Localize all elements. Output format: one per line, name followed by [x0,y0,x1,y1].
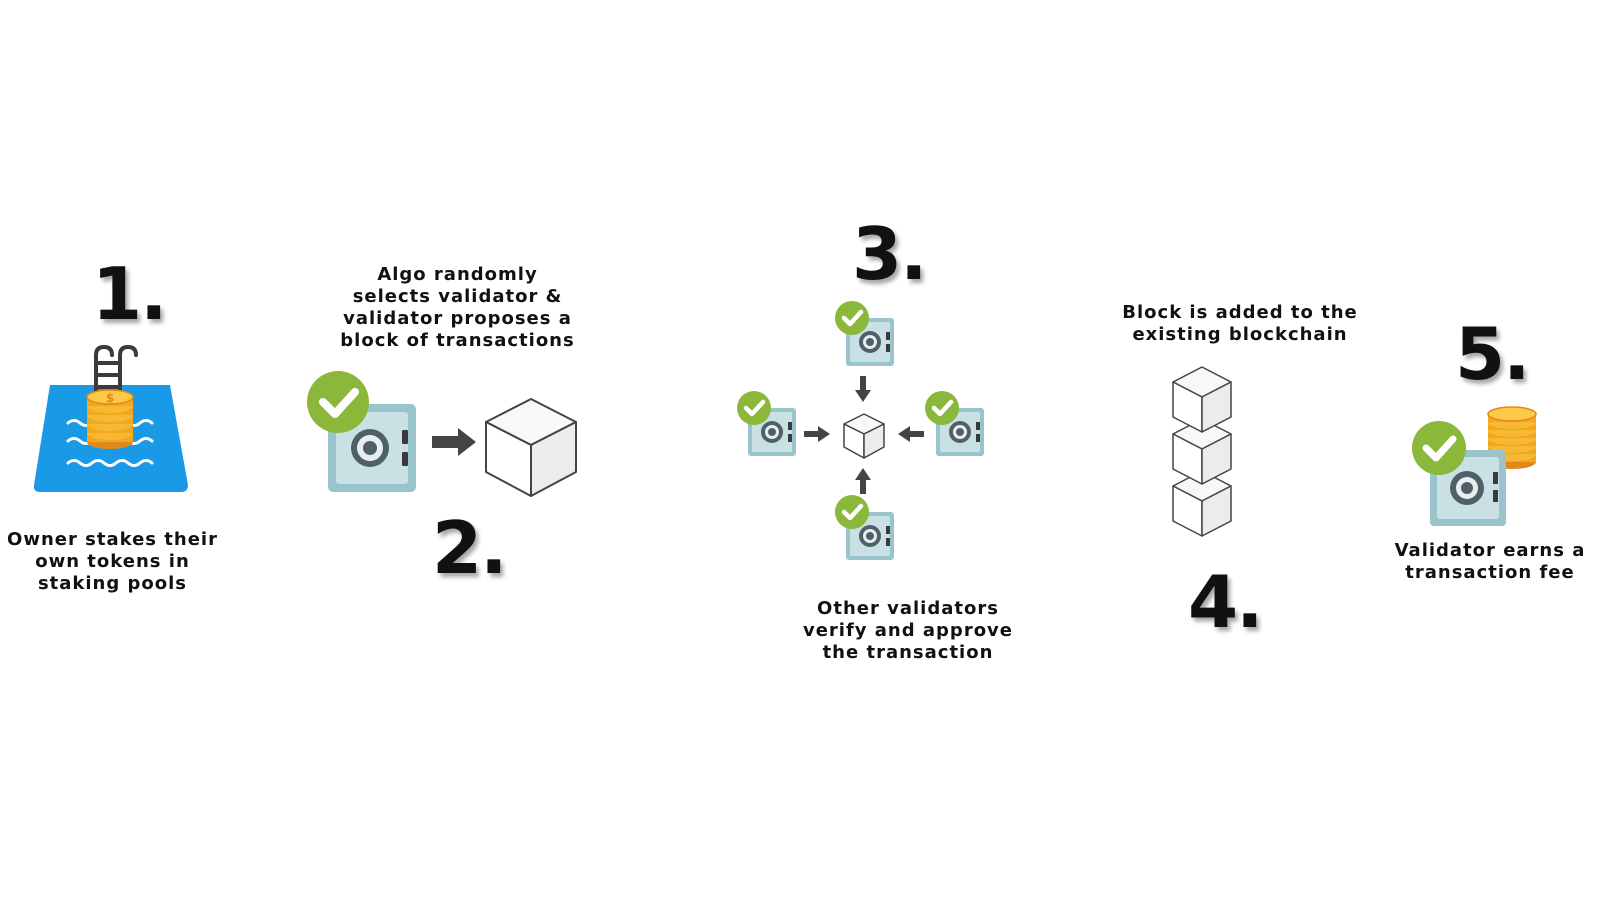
step-5-number: 5. [1455,312,1530,396]
step-1-caption: Owner stakes their own tokens in staking… [7,529,218,594]
blockchain-icon [1172,366,1232,537]
block-cube-icon [485,398,577,497]
validator-safe-right [925,391,984,456]
step-5-caption: Validator earns a transaction fee [1394,540,1586,583]
check-icon [1412,421,1466,475]
check-icon [307,371,369,433]
step-1-number: 1. [92,252,167,336]
step-2-number: 2. [432,506,507,590]
coin-symbol: $ [106,391,114,405]
validator-proposes-block-icon [307,371,577,497]
step-3-caption: Other validators verify and approve the … [802,598,1014,663]
step-4-number: 4. [1188,560,1263,644]
validator-safe-left [737,391,796,456]
step-2-caption: Algo randomly selects validator & valida… [340,264,575,351]
validator-safe-bottom [835,495,894,560]
arrow-right-icon [432,428,476,456]
validator-safe-top [835,301,894,366]
validator-earns-fee-icon [1412,406,1537,526]
step-4-caption: Block is added to the existing blockchai… [1122,302,1358,345]
validators-verify-icon [740,300,1000,570]
step-3-number: 3. [852,212,927,296]
staking-pool-icon: $ [33,344,188,492]
